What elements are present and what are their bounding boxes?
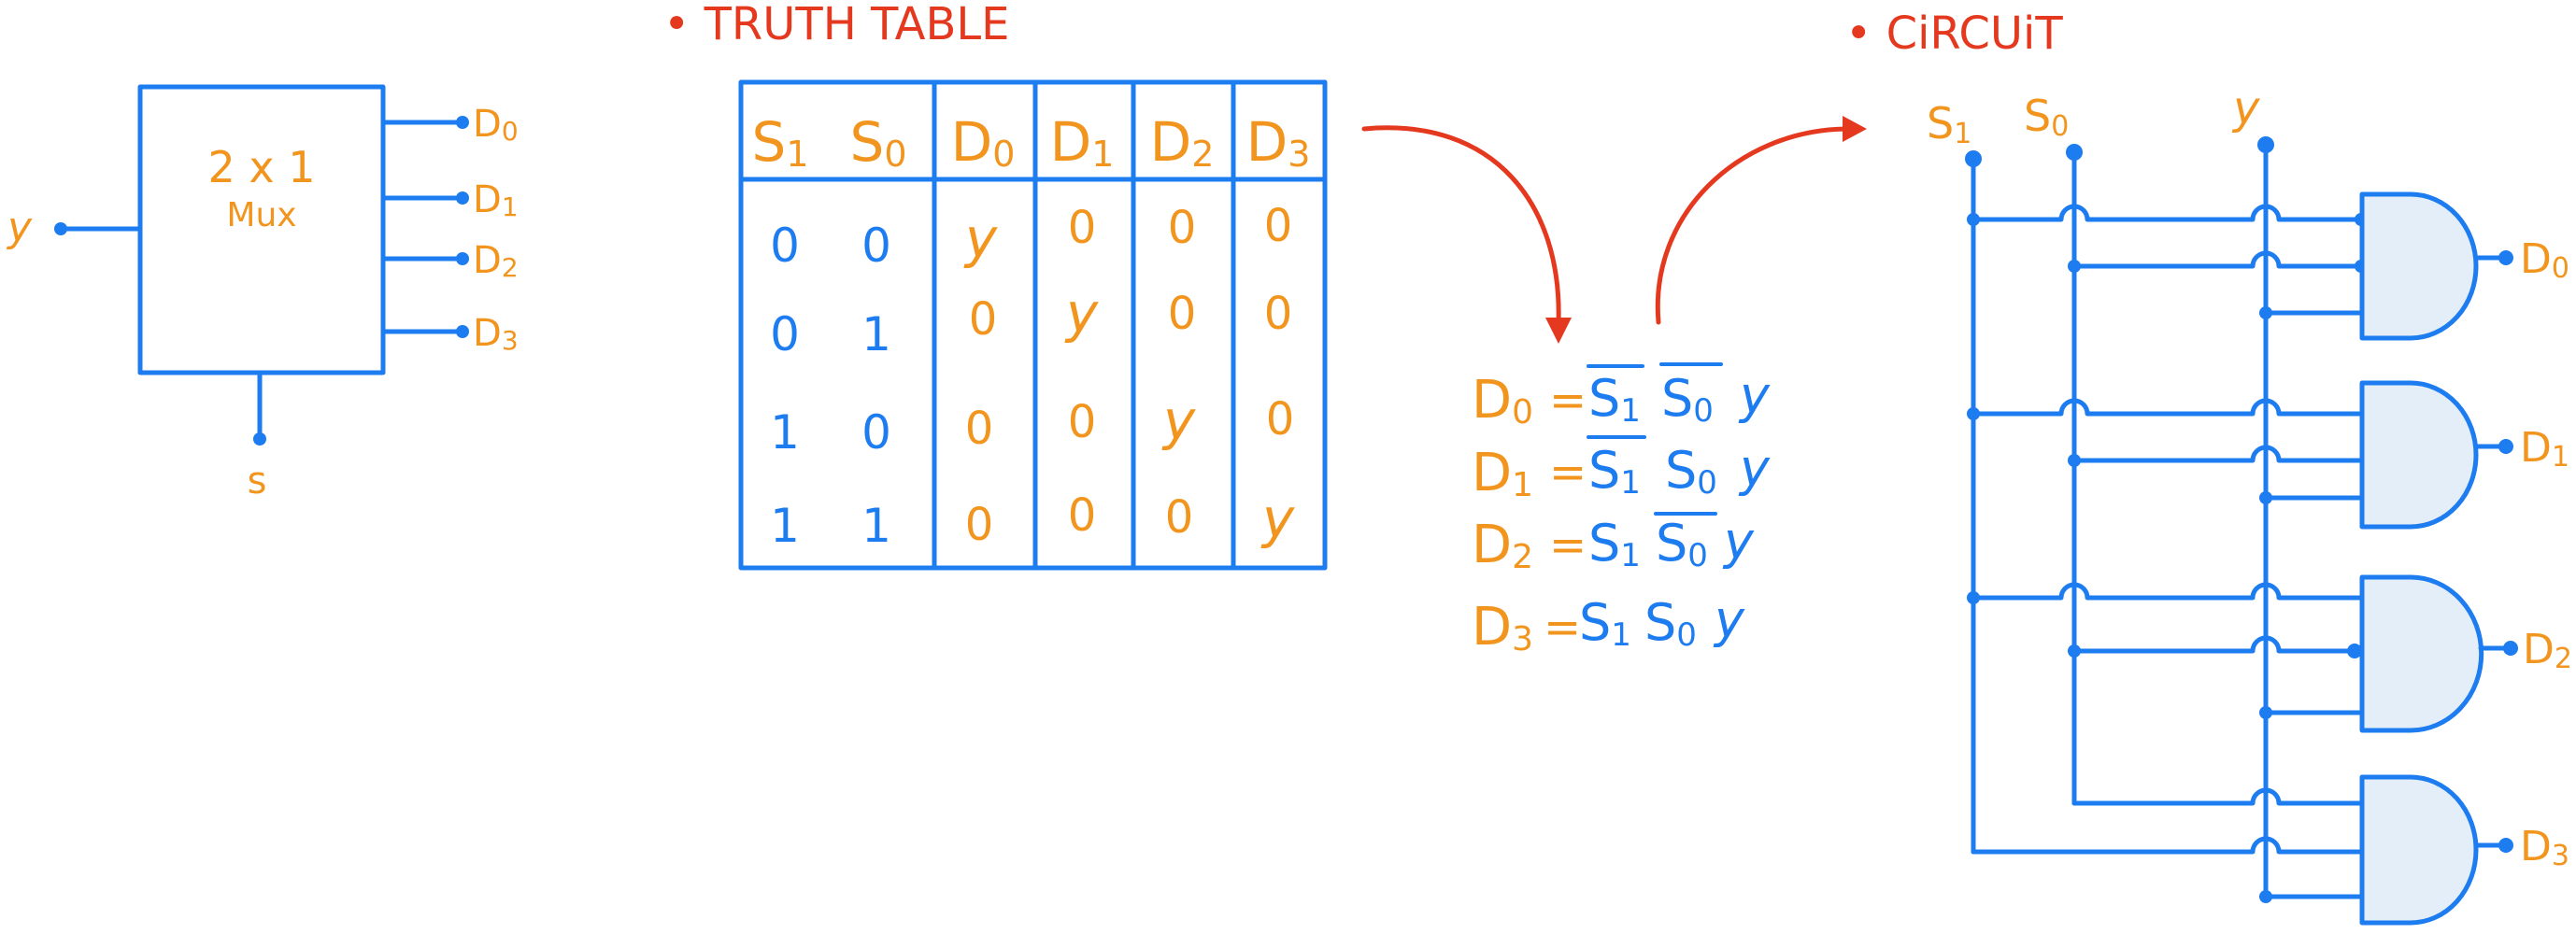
svg-text:S1: S1 (1588, 441, 1641, 502)
svg-text:=: = (1549, 519, 1587, 572)
block-output-2: D2 (380, 239, 519, 283)
and-gate-d3: D3 (1971, 774, 2569, 926)
svg-text:0: 0 (770, 307, 800, 361)
block-output-3: D3 (380, 312, 519, 356)
svg-text:0: 0 (965, 499, 994, 551)
circuit-input-s1: S1 (1927, 98, 1971, 150)
svg-text:D2: D2 (1472, 515, 1533, 576)
svg-text:=: = (1549, 375, 1587, 427)
svg-text:0: 0 (1168, 202, 1197, 254)
svg-text:0: 0 (1165, 491, 1194, 544)
col-header-s0: S0 (849, 110, 906, 175)
svg-text:0: 0 (965, 403, 994, 455)
svg-text:D0: D0 (2520, 235, 2569, 285)
and-gate-d2: D2 (1967, 574, 2572, 733)
svg-text:y: y (1260, 487, 1295, 550)
and-gate-d1: D1 (1967, 380, 2569, 530)
arrow-table-to-equations (1361, 125, 1561, 325)
svg-text:D3: D3 (2520, 823, 2569, 872)
arrow-head-right (1843, 116, 1867, 142)
svg-text:=: = (1544, 601, 1581, 654)
svg-text:S0: S0 (1665, 441, 1717, 502)
block-output-0: D0 (380, 103, 519, 147)
svg-text:1: 1 (861, 307, 891, 361)
col-header-d2: D2 (1150, 110, 1215, 175)
table-row: 1 0 0 0 y 0 (770, 389, 1294, 460)
col-header-d3: D3 (1246, 110, 1311, 175)
svg-text:y: y (1064, 281, 1099, 345)
svg-text:y: y (1738, 366, 1771, 425)
equation-d0: D0 = S1 S0 y (1472, 362, 1771, 432)
svg-text:0: 0 (770, 219, 800, 273)
col-header-d1: D1 (1050, 110, 1115, 175)
svg-text:S0: S0 (1644, 593, 1697, 654)
svg-text:0: 0 (969, 293, 998, 346)
svg-text:D2: D2 (473, 239, 519, 283)
col-header-d0: D0 (951, 110, 1016, 175)
svg-text:D3: D3 (1472, 597, 1533, 658)
svg-text:S1: S1 (1579, 593, 1631, 654)
and-gate-d0: D0 (1967, 191, 2569, 341)
block-output-1: D1 (380, 178, 519, 222)
truth-table-heading: • TRUTH TABLE (663, 0, 1009, 50)
svg-text:0: 0 (1266, 393, 1295, 446)
col-header-s1: S1 (751, 110, 808, 175)
svg-text:S1: S1 (1588, 514, 1641, 574)
svg-text:0: 0 (1168, 288, 1197, 340)
svg-text:0: 0 (861, 219, 891, 273)
svg-text:D1: D1 (2520, 424, 2569, 474)
svg-text:D1: D1 (1472, 443, 1533, 504)
svg-text:y: y (1713, 590, 1745, 649)
svg-text:0: 0 (1264, 288, 1293, 340)
svg-text:0: 0 (1068, 202, 1097, 254)
svg-text:S1: S1 (1588, 369, 1641, 430)
svg-text:D0: D0 (473, 103, 519, 147)
circuit-heading: • CiRCUiT (1845, 7, 2063, 60)
equation-d1: D1 = S1 S0 y (1472, 435, 1771, 504)
input-label: y (6, 204, 33, 251)
svg-text:1: 1 (770, 405, 800, 460)
equation-d2: D2 = S1 S0 y (1472, 512, 1755, 576)
input-terminal (54, 222, 67, 235)
table-row: 0 0 y 0 0 0 (770, 200, 1292, 273)
select-label: s (248, 460, 267, 502)
circuit-input-s0: S0 (2024, 91, 2069, 143)
table-row: 1 1 0 0 0 y (770, 487, 1295, 553)
circuit-input-y: y (2231, 82, 2260, 134)
svg-text:0: 0 (1068, 396, 1097, 448)
select-terminal (253, 432, 266, 446)
block-diagram: 2 x 1 Mux y s D0 D1 D2 D3 (6, 84, 519, 502)
svg-text:D3: D3 (473, 312, 519, 356)
svg-text:y: y (963, 206, 998, 270)
arrow-equations-to-circuit (1655, 126, 1848, 325)
arrow-head-down (1545, 318, 1572, 344)
svg-text:S0: S0 (1656, 514, 1708, 574)
flow-arrows (1361, 116, 1867, 344)
table-row: 0 1 0 y 0 0 (770, 281, 1292, 361)
truth-table-header: S1 S0 D0 D1 D2 D3 (751, 110, 1310, 175)
svg-text:=: = (1549, 446, 1587, 499)
equation-d3: D3 = S1 S0 y (1472, 590, 1745, 658)
svg-text:D2: D2 (2523, 626, 2572, 675)
block-subtitle: Mux (226, 196, 296, 234)
svg-text:0: 0 (861, 405, 891, 460)
svg-text:D0: D0 (1472, 370, 1533, 432)
svg-text:y: y (1161, 389, 1196, 452)
block-title: 2 x 1 (208, 142, 316, 192)
svg-text:1: 1 (770, 499, 800, 553)
truth-table-grid (738, 79, 1328, 571)
svg-text:0: 0 (1068, 489, 1097, 542)
svg-text:D1: D1 (473, 178, 519, 222)
truth-table-section: • TRUTH TABLE S1 S0 D0 D1 D2 D3 0 0 y 0 … (663, 0, 1328, 571)
equations: D0 = S1 S0 y D1 = S1 S0 y D2 = S1 S0 y (1472, 362, 1771, 658)
svg-text:y: y (1722, 512, 1755, 571)
svg-text:1: 1 (861, 499, 891, 553)
svg-text:y: y (1738, 439, 1771, 498)
svg-text:S0: S0 (1661, 369, 1714, 430)
svg-text:0: 0 (1264, 200, 1293, 252)
circuit-section: • CiRCUiT S1 S0 y D0 (1845, 7, 2572, 926)
